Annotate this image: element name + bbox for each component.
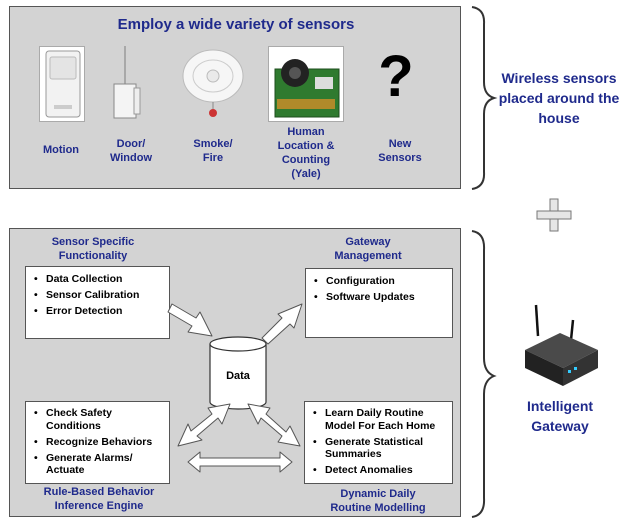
camera-board-icon (274, 59, 340, 118)
sensor-label-new-sensors: New Sensors (378, 138, 422, 164)
human-location-sensor-image (268, 46, 344, 122)
door-window-sensor-image (108, 46, 142, 122)
rule-based-box: Check Safety Conditions Recognize Behavi… (25, 401, 170, 484)
door-window-sensor-icon (113, 46, 141, 119)
gateway-router-icon (525, 304, 598, 386)
arrow-to-data (167, 303, 213, 337)
list-item: Generate Statistical Summaries (313, 436, 446, 461)
list-item: Check Safety Conditions (34, 407, 136, 432)
list-item: Detect Anomalies (313, 464, 446, 477)
smoke-detector-icon (182, 49, 244, 117)
list-item: Software Updates (314, 291, 446, 304)
daily-routine-box: Learn Daily Routine Model For Each Home … (304, 401, 453, 484)
list-item: Sensor Calibration (34, 289, 163, 302)
rule-based-title: Rule-Based Behavior Inference Engine (43, 486, 155, 512)
sensors-panel-title: Employ a wide variety of sensors (117, 16, 355, 33)
daily-routine-title: Dynamic Daily Routine Modelling (330, 488, 426, 514)
gateway-management-title: Gateway Management (334, 236, 402, 262)
arrow-data-daily-routine (247, 403, 301, 447)
plus-icon (536, 198, 572, 232)
list-item: Generate Alarms/ Actuate (34, 452, 142, 477)
list-item: Learn Daily Routine Model For Each Home (313, 407, 446, 432)
list-item: Recognize Behaviors (34, 436, 163, 449)
database-label: Data (226, 370, 250, 382)
sensor-label-door-window: Door/ Window (109, 138, 153, 164)
list-item: Configuration (314, 275, 446, 288)
sensor-label-smoke-fire: Smoke/ Fire (193, 138, 233, 164)
gateway-management-box: Configuration Software Updates (305, 268, 453, 338)
list-item: Data Collection (34, 273, 163, 286)
motion-sensor-image (39, 46, 85, 122)
intelligent-gateway-label: Intelligent Gateway (526, 398, 594, 434)
arrow-rule-daily (187, 451, 293, 473)
sensor-specific-box: Data Collection Sensor Calibration Error… (25, 266, 170, 339)
database-icon (209, 336, 267, 410)
bottom-brace (471, 230, 497, 518)
list-item: Error Detection (34, 305, 163, 318)
motion-sensor-icon (45, 50, 81, 118)
top-brace (471, 6, 498, 190)
smoke-fire-sensor-image (181, 46, 245, 122)
new-sensor-question-icon: ? (378, 44, 414, 109)
wireless-sensors-label: Wireless sensors placed around the house (498, 70, 620, 126)
arrow-to-gateway-management (261, 303, 303, 345)
sensor-specific-title: Sensor Specific Functionality (51, 236, 135, 262)
arrow-data-rule-based (177, 403, 231, 447)
sensor-label-human-location: Human Location & Counting (Yale) (277, 126, 335, 180)
sensor-label-motion: Motion (42, 144, 80, 156)
